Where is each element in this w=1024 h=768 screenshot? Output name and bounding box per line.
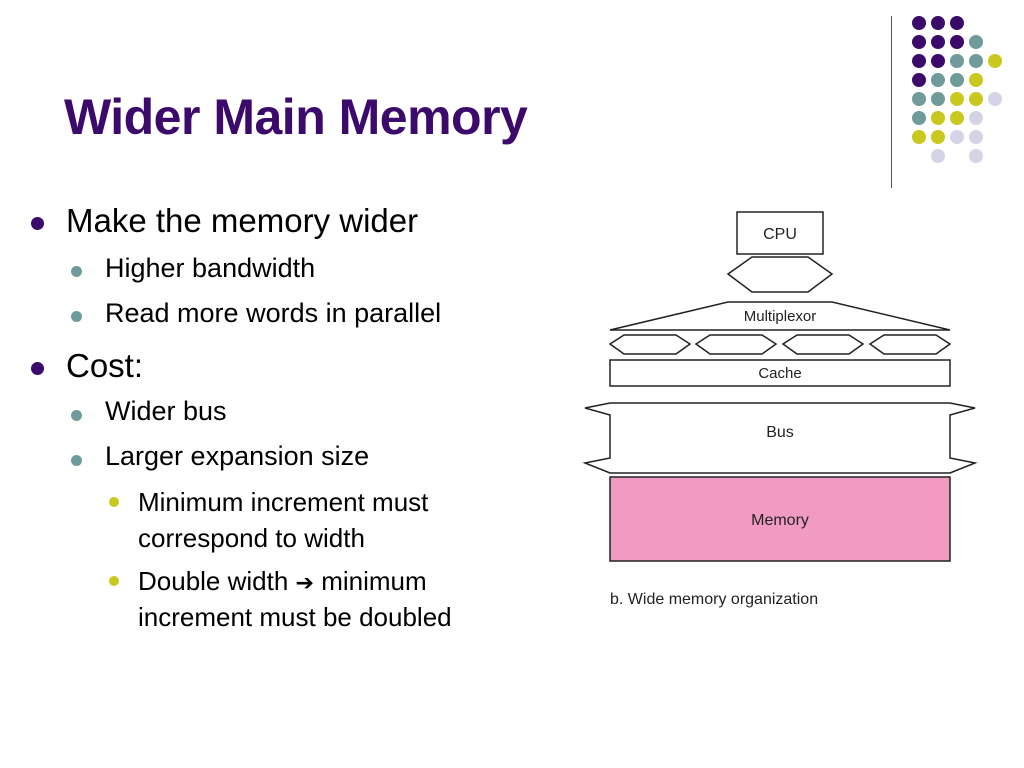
right-arrow-icon: ➔ bbox=[295, 571, 314, 596]
decorative-dot bbox=[931, 130, 945, 144]
decorative-dot bbox=[969, 92, 983, 106]
decorative-dot bbox=[931, 16, 945, 30]
decorative-dot bbox=[950, 111, 964, 125]
decorative-dot bbox=[969, 130, 983, 144]
bullet-dot-level2 bbox=[71, 455, 82, 466]
bullet-dot-level2 bbox=[71, 266, 82, 277]
multiplexor-label: Multiplexor bbox=[744, 308, 817, 325]
bullet-minimum-increment-line2: correspond to width bbox=[138, 523, 365, 553]
decorative-dot-grid bbox=[912, 16, 1002, 163]
cpu-box bbox=[736, 211, 824, 255]
bullet-minimum-increment-line1: Minimum increment must bbox=[138, 487, 429, 517]
multiplexor-shape bbox=[609, 301, 951, 331]
cache-label: Cache bbox=[758, 365, 801, 382]
double-width-text: Double width bbox=[138, 566, 289, 596]
bullet-dot-level1 bbox=[31, 217, 44, 230]
diagram-caption: b. Wide memory organization bbox=[610, 591, 818, 608]
decorative-dot bbox=[950, 16, 964, 30]
bullet-double-width-line2: increment must be doubled bbox=[138, 602, 452, 632]
decorative-dot bbox=[969, 111, 983, 125]
bullet-dot-level3 bbox=[109, 576, 119, 586]
decorative-dot bbox=[950, 54, 964, 68]
decorative-dot bbox=[931, 35, 945, 49]
bullet-dot-level2 bbox=[71, 410, 82, 421]
bullet-cost: Cost: bbox=[66, 347, 144, 384]
decorative-dot bbox=[969, 54, 983, 68]
decorative-dot bbox=[950, 92, 964, 106]
bus-shape bbox=[582, 402, 978, 474]
decorative-dot bbox=[912, 35, 926, 49]
bullet-double-width-line1: Double width ➔ minimum bbox=[138, 563, 427, 602]
decorative-dot bbox=[950, 130, 964, 144]
decorative-dot bbox=[931, 54, 945, 68]
bullet-wider-bus: Wider bus bbox=[105, 396, 227, 426]
decorative-dot bbox=[912, 16, 926, 30]
memory-box bbox=[609, 476, 951, 562]
decorative-dot bbox=[969, 149, 983, 163]
bullet-dot-level3 bbox=[109, 497, 119, 507]
decorative-dot bbox=[931, 92, 945, 106]
decorative-dot bbox=[912, 73, 926, 87]
decorative-dot bbox=[969, 73, 983, 87]
decorative-dot bbox=[931, 73, 945, 87]
decorative-dot bbox=[912, 111, 926, 125]
memory-label: Memory bbox=[751, 512, 809, 529]
decorative-dot bbox=[912, 130, 926, 144]
decorative-dot bbox=[969, 35, 983, 49]
divider-line bbox=[891, 16, 892, 188]
wide-memory-diagram: CPU Multiplexor Cache Bus Memory b. Wide… bbox=[582, 211, 978, 608]
minimum-text: minimum bbox=[321, 566, 427, 596]
decorative-dot bbox=[988, 54, 1002, 68]
decorative-dot bbox=[950, 73, 964, 87]
cpu-label: CPU bbox=[763, 226, 797, 243]
bullet-dot-level1 bbox=[31, 362, 44, 375]
cache-box bbox=[609, 359, 951, 387]
decorative-dot bbox=[912, 54, 926, 68]
decorative-dot bbox=[931, 111, 945, 125]
decorative-dot bbox=[912, 92, 926, 106]
bullet-make-memory-wider: Make the memory wider bbox=[66, 202, 419, 239]
bullet-larger-expansion-size: Larger expansion size bbox=[105, 441, 370, 471]
decorative-dot bbox=[988, 92, 1002, 106]
decorative-dot bbox=[931, 149, 945, 163]
bullet-higher-bandwidth: Higher bandwidth bbox=[105, 253, 316, 283]
decorative-dot bbox=[950, 35, 964, 49]
parallel-connectors bbox=[608, 334, 952, 355]
bullet-dot-level2 bbox=[71, 311, 82, 322]
cpu-mux-connector bbox=[726, 256, 834, 293]
bullet-read-more-words: Read more words in parallel bbox=[105, 298, 442, 328]
bus-label: Bus bbox=[766, 424, 794, 441]
slide-title: Wider Main Memory bbox=[64, 89, 528, 145]
